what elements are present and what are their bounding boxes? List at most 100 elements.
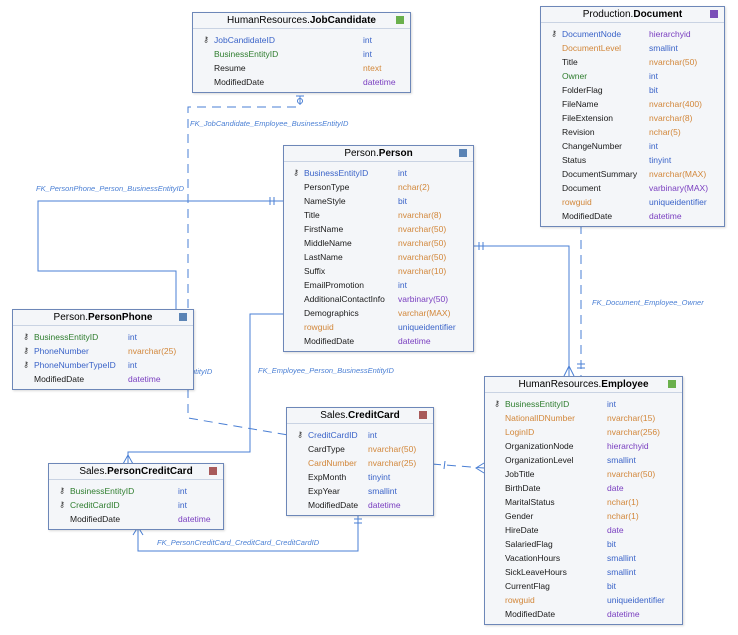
fk-jobcandidate-employee-label[interactable]: FK_JobCandidate_Employee_BusinessEntityI… [190, 119, 349, 128]
primary-key-icon: ⚷ [23, 332, 29, 341]
fk-document-employee-label[interactable]: FK_Document_Employee_Owner [592, 298, 704, 307]
field-type: nchar(5) [649, 127, 681, 137]
entity-title[interactable]: HumanResources.Employee [485, 377, 682, 392]
entity-title[interactable]: Person.Person [284, 146, 473, 161]
fk-personcreditcard-person-label-fragment[interactable]: ntityID [191, 367, 213, 376]
fk-personcreditcard-creditcard-line[interactable] [137, 513, 359, 552]
entity-color-marker [209, 467, 217, 475]
schema-name: Sales. [79, 466, 108, 477]
entity-title[interactable]: Person.PersonPhone [13, 310, 193, 325]
field-name: DocumentNode [562, 29, 622, 39]
field-name: SickLeaveHours [505, 567, 567, 577]
fk-creditcard-employee-line[interactable] [431, 463, 485, 469]
entity-title[interactable]: Production.Document [541, 7, 724, 22]
entity-employee[interactable]: HumanResources.Employee ⚷BusinessEntityID… [484, 376, 683, 625]
entity-title[interactable]: Sales.PersonCreditCard [49, 464, 223, 479]
field-type: nvarchar(8) [649, 113, 693, 123]
field-name: OrganizationLevel [505, 455, 574, 465]
primary-key-icon: ⚷ [494, 399, 500, 408]
field-name: ModifiedDate [34, 374, 85, 384]
field-name: SalariedFlag [505, 539, 553, 549]
entity-title[interactable]: HumanResources.JobCandidate [193, 13, 410, 28]
field-name: ModifiedDate [562, 211, 613, 221]
fk-personphone-person-label[interactable]: FK_PersonPhone_Person_BusinessEntityID [36, 184, 185, 193]
entity-title[interactable]: Sales.CreditCard [287, 408, 433, 423]
entity-jobcandidate[interactable]: HumanResources.JobCandidate ⚷JobCandidate… [192, 12, 411, 93]
field-type: bit [649, 85, 658, 95]
field-type: varchar(MAX) [398, 308, 451, 318]
fk-personphone-person-line[interactable] [37, 200, 283, 310]
fk-employee-person-line[interactable] [472, 245, 570, 376]
fk-personcreditcard-creditcard-label[interactable]: FK_PersonCreditCard_CreditCard_CreditCar… [157, 538, 320, 547]
fk-employee-person-label[interactable]: FK_Employee_Person_BusinessEntityID [258, 366, 394, 375]
field-type: date [607, 525, 624, 535]
field-name: MiddleName [304, 238, 352, 248]
